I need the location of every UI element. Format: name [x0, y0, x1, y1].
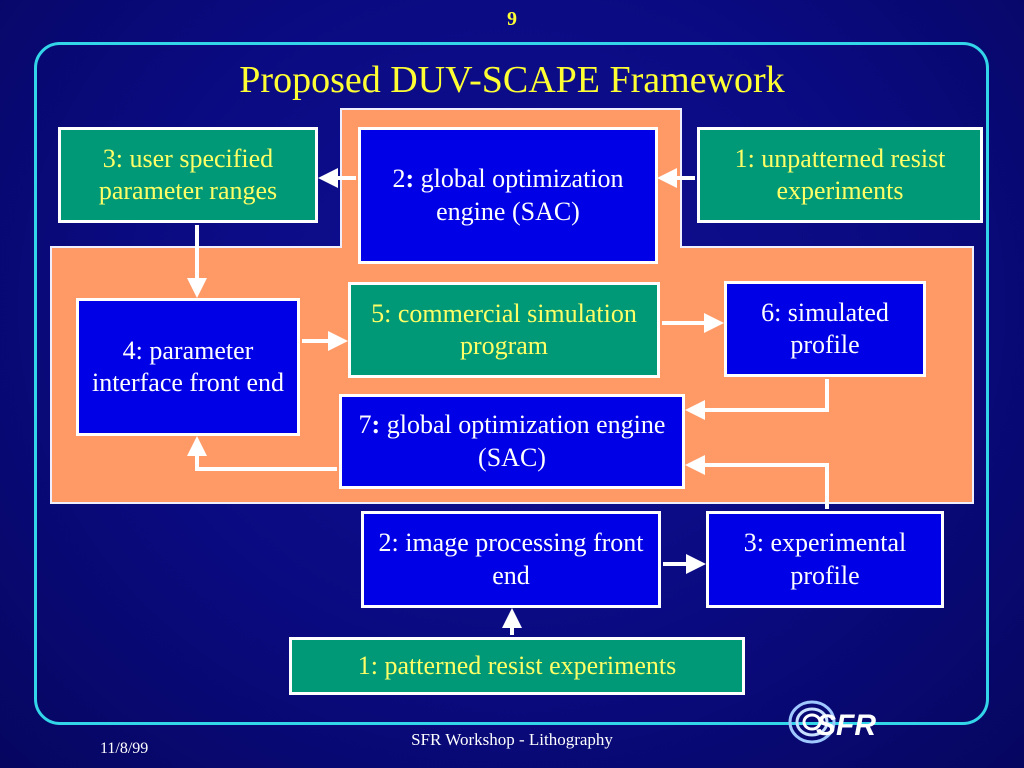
sfr-logo-text: SFR	[816, 709, 876, 742]
box-patterned-resist-experiments: 1: patterned resist experiments	[289, 637, 745, 695]
slide-frame	[34, 42, 989, 725]
box-parameter-interface-front-end: 4: parameter interface front end	[76, 298, 300, 436]
slide-title: Proposed DUV-SCAPE Framework	[239, 59, 785, 101]
footer-date: 11/8/99	[100, 740, 149, 757]
arrow-global-bottom-to-interface	[187, 436, 337, 471]
footer-center: SFR Workshop - Lithography	[411, 730, 613, 749]
sfr-logo-icon: SFR	[788, 700, 876, 744]
box-user-specified-parameter-ranges: 3: user specified parameter ranges	[58, 127, 318, 223]
box-global-optimization-engine-top: 2: global optimization engine (SAC)	[358, 127, 658, 264]
box-commercial-simulation-program: 5: commercial simulation program	[348, 282, 660, 378]
sfr-logo: SFR	[782, 695, 902, 745]
box-experimental-profile: 3: experimental profile	[706, 511, 944, 608]
arrow-experimental-to-global-bottom	[685, 455, 829, 509]
box-simulated-profile: 6: simulated profile	[724, 281, 926, 377]
box-image-processing-front-end: 2: image processing front end	[361, 511, 661, 608]
box-unpatterned-resist-experiments: 1: unpatterned resist experiments	[697, 127, 983, 223]
box-global-optimization-engine-bottom: 7: global optimization engine (SAC)	[339, 394, 685, 489]
page-number: 9	[507, 8, 517, 30]
arrow-simulated-to-global-bottom	[685, 379, 829, 420]
